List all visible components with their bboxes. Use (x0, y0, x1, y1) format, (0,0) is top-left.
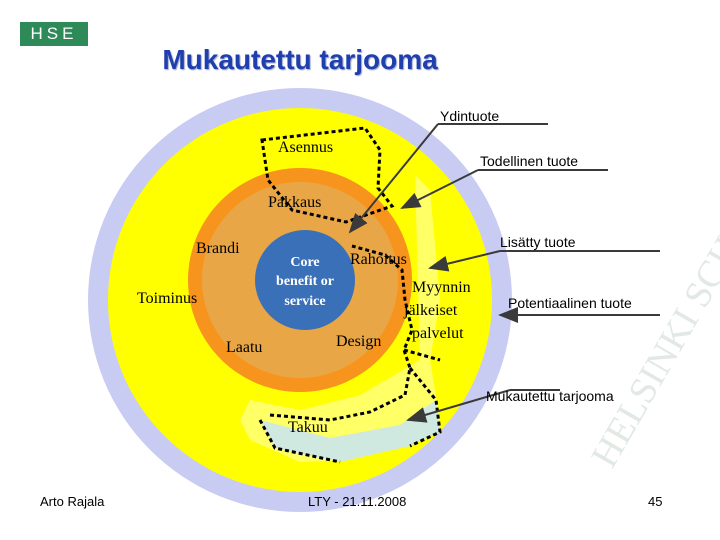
core-label-3: service (284, 294, 325, 309)
page-title: Mukautettu tarjooma (162, 44, 438, 75)
ydintuote-label: Ydintuote (440, 108, 499, 124)
myynnin-label-2: jälkeiset (403, 302, 458, 319)
potential-area (240, 175, 440, 462)
potentiaalinen-label: Potentiaalinen tuote (508, 295, 632, 311)
core-label-2: benefit or (276, 274, 334, 289)
core-labels: Core benefit or service (276, 255, 334, 309)
lisatty-label: Lisätty tuote (500, 234, 576, 250)
takuu-label: Takuu (288, 419, 328, 436)
inner-labels: Asennus Pakkaus Brandi Toiminus Laatu De… (137, 139, 471, 436)
hse-logo: HSE (20, 22, 88, 46)
footer-event: LTY - 21.11.2008 (308, 494, 407, 509)
laatu-label: Laatu (226, 339, 262, 356)
brandi-label: Brandi (196, 240, 240, 257)
callout-lines (348, 123, 660, 423)
dashed-boundaries (258, 126, 442, 464)
footer-author: Arto Rajala (40, 494, 105, 509)
toiminus-label: Toiminus (137, 290, 197, 307)
custom-offering-area (260, 400, 440, 462)
rahoitus-label: Rahoitus (350, 251, 407, 268)
asennus-label: Asennus (278, 139, 333, 156)
core-label-1: Core (290, 255, 319, 270)
callout-labels: Ydintuote Todellinen tuote Lisätty tuote… (440, 108, 632, 404)
pakkaus-label: Pakkaus (268, 194, 321, 211)
myynnin-label-1: Myynnin (412, 279, 471, 296)
mukautettu-label: Mukautettu tarjooma (486, 388, 614, 404)
todellinen-label: Todellinen tuote (480, 153, 578, 169)
myynnin-label-3: palvelut (412, 325, 464, 342)
core-center (255, 230, 355, 330)
design-label: Design (336, 333, 381, 350)
footer-page-number: 45 (648, 494, 663, 509)
